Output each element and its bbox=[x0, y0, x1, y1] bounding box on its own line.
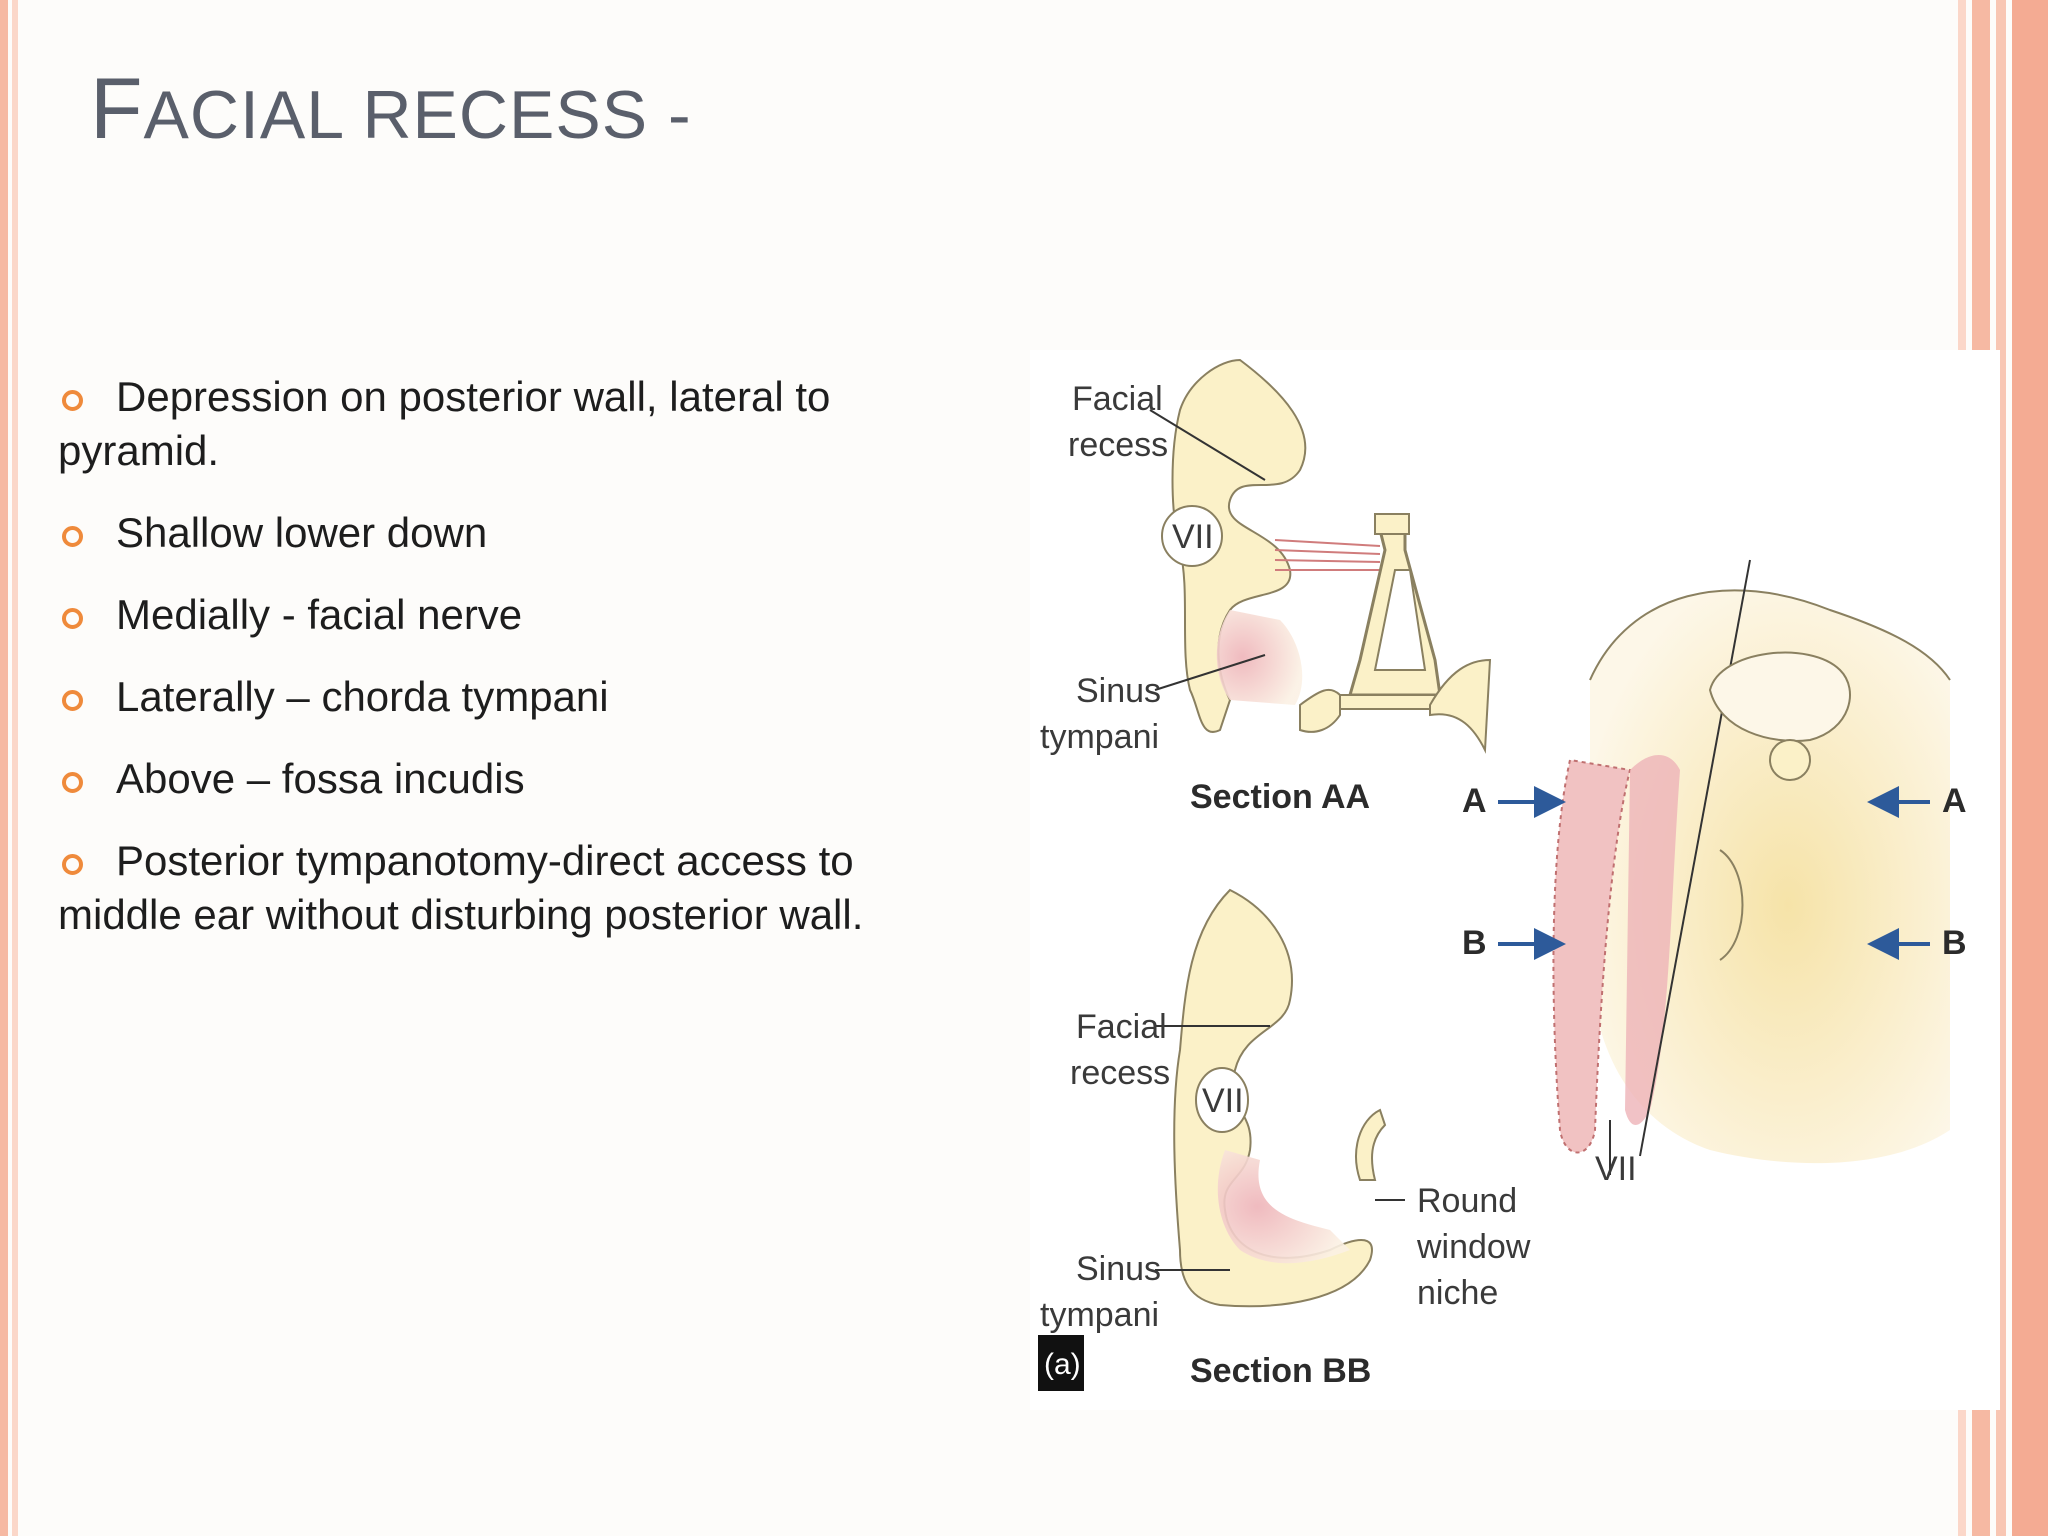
left-border-stripe bbox=[0, 0, 8, 1536]
nerve-vii-circle bbox=[1161, 505, 1223, 567]
arrow-b-left-label: B bbox=[1462, 924, 1487, 962]
bullet-item: Posterior tympanotomy-direct access to m… bbox=[58, 834, 918, 942]
bullet-text: Medially - facial nerve bbox=[116, 591, 523, 638]
section-bb-drawing: VII Facial recess Sinus tympani Round wi… bbox=[1038, 888, 1531, 1391]
bullet-icon bbox=[62, 526, 83, 547]
title-rest: ACIAL RECESS - bbox=[143, 77, 692, 153]
section-bb-nerve-label: VII bbox=[1202, 1082, 1244, 1120]
bullet-text: Shallow lower down bbox=[116, 509, 488, 556]
bullet-item: Above – fossa incudis bbox=[58, 752, 918, 806]
arrow-a-right-label: A bbox=[1942, 782, 1967, 820]
panel-letter-box bbox=[1038, 1335, 1084, 1391]
slide-title: FACIAL RECESS - bbox=[90, 60, 692, 159]
bullet-text: Laterally – chorda tympani bbox=[116, 673, 609, 720]
arrow-a-left-label: A bbox=[1462, 782, 1487, 820]
section-bb-facial-label: Facial bbox=[1076, 1008, 1167, 1046]
section-aa-drawing: VII Facial recess Sinus tympani Section … bbox=[1040, 358, 1492, 816]
section-aa-facial-label: Facial bbox=[1072, 380, 1163, 418]
overview-nerve-label: VII bbox=[1595, 1150, 1637, 1188]
bullet-list: Depression on posterior wall, lateral to… bbox=[58, 370, 918, 970]
bullet-item: Shallow lower down bbox=[58, 506, 918, 560]
bullet-text: Posterior tympanotomy-direct access to m… bbox=[58, 837, 864, 938]
anatomy-figure: VII Facial recess Sinus tympani Section … bbox=[1030, 350, 2000, 1410]
section-aa-nerve-label: VII bbox=[1172, 518, 1214, 556]
bullet-text: Above – fossa incudis bbox=[116, 755, 525, 802]
section-bb-niche-label: niche bbox=[1417, 1274, 1498, 1312]
section-bb-recess-label: recess bbox=[1070, 1054, 1170, 1092]
bullet-icon bbox=[62, 608, 83, 629]
panel-letter: (a) bbox=[1044, 1348, 1081, 1381]
bullet-icon bbox=[62, 690, 83, 711]
section-bb-window-label: window bbox=[1416, 1228, 1531, 1266]
section-aa-sinus-label: Sinus bbox=[1076, 672, 1161, 710]
bullet-item: Laterally – chorda tympani bbox=[58, 670, 918, 724]
overview-drawing: VII A A B B bbox=[1462, 559, 1967, 1188]
arrow-b-right-label: B bbox=[1942, 924, 1967, 962]
title-initial: F bbox=[90, 61, 144, 157]
bullet-icon bbox=[62, 854, 83, 875]
section-aa-recess-label: recess bbox=[1068, 426, 1168, 464]
section-bb-caption: Section BB bbox=[1190, 1352, 1371, 1390]
left-border-stripe-light bbox=[12, 0, 18, 1536]
section-bb-round-label: Round bbox=[1417, 1182, 1517, 1220]
section-aa-tympani-label: tympani bbox=[1040, 718, 1159, 756]
section-bb-tympani-label: tympani bbox=[1040, 1296, 1159, 1334]
bullet-item: Medially - facial nerve bbox=[58, 588, 918, 642]
bullet-text: Depression on posterior wall, lateral to… bbox=[58, 373, 831, 474]
bullet-icon bbox=[62, 390, 83, 411]
section-aa-caption: Section AA bbox=[1190, 778, 1370, 816]
bullet-item: Depression on posterior wall, lateral to… bbox=[58, 370, 918, 478]
facial-recess-diagram: VII Facial recess Sinus tympani Section … bbox=[1038, 358, 1967, 1391]
section-bb-sinus-label: Sinus bbox=[1076, 1250, 1161, 1288]
bullet-icon bbox=[62, 772, 83, 793]
